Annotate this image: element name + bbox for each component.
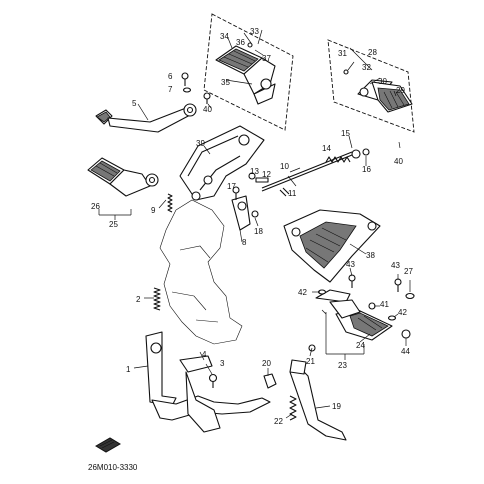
- cotter-pin-11: [279, 187, 290, 197]
- callout-labels: 33 34 36 37 35 6 7 40 5 28 31 32 30 29 4…: [91, 27, 413, 426]
- callout-8: 8: [242, 238, 247, 247]
- callout-18: 18: [254, 227, 263, 236]
- bolt-40-left: [203, 92, 211, 104]
- callout-11: 11: [288, 189, 297, 198]
- callout-21: 21: [306, 357, 315, 366]
- callout-34: 34: [220, 32, 229, 41]
- clip-13: [248, 172, 256, 180]
- rear-right-peg-dashed-box: [327, 39, 415, 133]
- callout-3: 3: [220, 359, 225, 368]
- callout-38: 38: [366, 251, 375, 260]
- callout-33: 33: [250, 27, 259, 36]
- bolt-17: [232, 186, 240, 200]
- callout-6: 6: [168, 72, 173, 81]
- callout-23: 23: [338, 361, 347, 370]
- callout-30: 30: [378, 77, 387, 86]
- spring-22: [289, 395, 297, 421]
- crankcase-outline: [159, 199, 243, 345]
- brake-rod-10: [261, 151, 353, 192]
- callout-32: 32: [362, 63, 371, 72]
- callout-15: 15: [341, 129, 350, 138]
- pin-12: [255, 177, 269, 183]
- callout-24: 24: [356, 341, 365, 350]
- callout-42b: 42: [398, 308, 407, 317]
- left-footrest-bracket: [179, 125, 265, 201]
- callout-9: 9: [151, 206, 156, 215]
- callout-27: 27: [404, 267, 413, 276]
- callout-43a: 43: [346, 260, 355, 269]
- washer-7: [182, 87, 192, 93]
- callout-40a: 40: [203, 105, 212, 114]
- pin-16: [362, 148, 370, 156]
- nut-18: [251, 210, 259, 218]
- callout-37: 37: [262, 54, 271, 63]
- callout-28: 28: [368, 48, 377, 57]
- brake-rod-end-15: [351, 149, 361, 159]
- callout-19: 19: [332, 402, 341, 411]
- callout-31: 31: [338, 49, 347, 58]
- right-rider-footpeg: [315, 289, 393, 341]
- center-stand: [145, 331, 271, 433]
- diagram-code: 26M010-3330: [88, 463, 138, 472]
- washer-27: [405, 292, 415, 300]
- callout-36: 36: [236, 38, 245, 47]
- left-rider-footpeg: [87, 157, 159, 197]
- callout-14: 14: [322, 144, 331, 153]
- nut-44: [401, 329, 411, 339]
- callout-1: 1: [126, 365, 131, 374]
- callout-29: 29: [396, 86, 405, 95]
- rear-left-footpeg: [215, 45, 276, 105]
- callout-5: 5: [132, 99, 137, 108]
- callout-4: 4: [202, 350, 207, 359]
- callout-44: 44: [401, 347, 410, 356]
- callout-26: 26: [91, 202, 100, 211]
- callout-39: 39: [196, 139, 205, 148]
- callout-17: 17: [227, 182, 236, 191]
- bolt-20: [263, 373, 277, 389]
- leader-lines: [133, 29, 411, 419]
- bolt-3: [208, 373, 218, 388]
- rear-left-peg-dashed-box: [203, 13, 294, 131]
- callout-10: 10: [280, 162, 289, 171]
- bolt-43-b: [394, 278, 402, 292]
- bolt-6: [181, 72, 189, 86]
- callout-25: 25: [109, 220, 118, 229]
- spring-14: [325, 156, 351, 163]
- callout-2: 2: [136, 295, 141, 304]
- callout-40b: 40: [394, 157, 403, 166]
- callout-22: 22: [274, 417, 283, 426]
- callout-16: 16: [362, 165, 371, 174]
- brake-arm-8: [231, 195, 251, 231]
- callout-35: 35: [221, 78, 230, 87]
- spring-2: [153, 287, 161, 311]
- brake-pedal: [95, 103, 197, 133]
- right-footrest-bracket: [283, 209, 381, 283]
- callout-42a: 42: [298, 288, 307, 297]
- catalog-book-icon: [95, 437, 121, 453]
- spring-9: [167, 193, 173, 213]
- callout-13: 13: [250, 167, 259, 176]
- callout-43b: 43: [391, 261, 400, 270]
- callout-20: 20: [262, 359, 271, 368]
- side-stand: [289, 359, 347, 441]
- callout-7: 7: [168, 85, 173, 94]
- washer-42-b: [387, 315, 397, 321]
- callout-12: 12: [262, 170, 271, 179]
- callout-41: 41: [380, 300, 389, 309]
- rear-right-footpeg: [357, 79, 413, 113]
- bolt-43-a: [348, 274, 356, 288]
